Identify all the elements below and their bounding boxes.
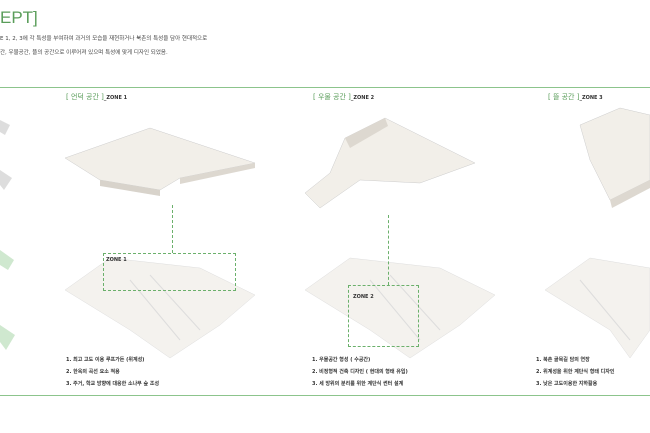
zone-1-note-2: 2. 한옥의 곡선 요소 적용 (66, 369, 120, 375)
description-line-2: 간, 우물공간, 뜰의 공간으로 이루어져 있으며 특성에 맞게 디자인 되었음… (0, 50, 168, 56)
zone-2-note-2: 2. 비정형적 건축 디자인 ( 현대의 형태 유입) (312, 369, 408, 375)
zone-3-note-3: 3. 낮은 고도이용한 지하활용 (536, 381, 598, 387)
zone-3-building-render (579, 107, 650, 208)
zone-1-box-label: ZONE 1 (106, 257, 127, 263)
zone-1-title: [ 언덕 공간 ]_ZONE 1 (66, 93, 128, 101)
zone-2-note-3: 3. 세 방위의 분리를 위한 계단식 썬터 설계 (312, 381, 404, 387)
zone-3-note-1: 1. 북촌 골목길 담의 연장 (536, 357, 590, 363)
zone-3-title: [ 뜰 공간 ]_ZONE 3 (548, 93, 603, 101)
zone-2-building-render (304, 117, 476, 209)
partial-axonometric-diagram (0, 120, 15, 350)
zone-1-building-render (64, 127, 256, 196)
zone-2-box-label: ZONE 2 (353, 294, 374, 300)
zone-3-note-2: 2. 위계성을 위한 계단식 형태 디자인 (536, 369, 615, 375)
zone-1-note-3: 3. 주거, 학교 방향에 대응한 소나무 숲 조성 (66, 381, 160, 387)
zone-3-site-plan (544, 257, 650, 359)
description-line-1: E 1, 2, 3에 각 특성을 부여하여 과거의 모습을 재현하거나 북촌의 … (0, 36, 208, 42)
zone-1-highlight-box: ZONE 1 (103, 253, 236, 291)
zone-1-leader-line (172, 205, 173, 253)
zone-2-leader-line (388, 215, 389, 285)
page-title: EPT] (0, 8, 38, 27)
zone-2-site-plan (304, 257, 496, 359)
zone-2-title: [ 우물 공간 ]_ZONE 2 (313, 93, 375, 101)
zone-1-note-1: 1. 최고 고도 이용 루프가든 (위계성) (66, 357, 145, 363)
zone-2-note-1: 1. 우물공간 형성 ( 수공간) (312, 357, 371, 363)
divider-top (0, 87, 650, 88)
divider-bottom (0, 395, 650, 396)
zone-2-highlight-box: ZONE 2 (348, 285, 419, 347)
